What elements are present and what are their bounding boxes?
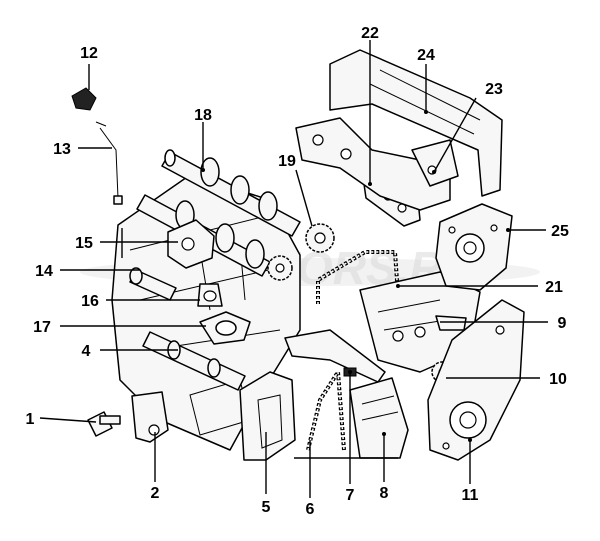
leader-lines	[39, 40, 548, 498]
timing-chain-6	[306, 365, 346, 451]
camshaft-sprocket-19	[305, 223, 335, 253]
cover-17	[199, 311, 251, 345]
callout-4: 4	[82, 343, 91, 360]
callout-17: 17	[33, 319, 51, 336]
oil-pump-15	[167, 219, 215, 269]
callout-14: 14	[35, 263, 53, 280]
sensor-12	[71, 87, 97, 111]
callout-5: 5	[262, 499, 271, 516]
callout-labels: 12 13 18 19 22 24 23 25 15 14 16 21 9 17…	[26, 25, 569, 518]
camshaft-upper	[161, 149, 301, 237]
callout-16: 16	[81, 293, 99, 310]
plate-25	[435, 203, 513, 291]
timing-cover-5	[239, 371, 296, 461]
heat-shield-24	[329, 49, 503, 197]
callout-9: 9	[558, 315, 567, 332]
bracket-2	[131, 391, 169, 443]
bracket-9	[435, 315, 467, 331]
callout-8: 8	[380, 485, 389, 502]
fitting-14	[129, 267, 177, 301]
callout-21: 21	[545, 279, 563, 296]
callout-23: 23	[485, 81, 503, 98]
callout-6: 6	[306, 501, 315, 518]
bolt-1	[87, 411, 121, 437]
timing-chain-21	[316, 250, 400, 304]
callout-19: 19	[278, 153, 296, 170]
callout-24: 24	[417, 47, 435, 64]
callout-13: 13	[53, 141, 71, 158]
callout-18: 18	[194, 107, 212, 124]
chain-guide-8	[349, 377, 409, 459]
pipe-13	[95, 121, 123, 205]
callout-22: 22	[361, 25, 379, 42]
tube-4	[142, 331, 246, 391]
callout-10: 10	[549, 371, 567, 388]
front-cover-11	[427, 299, 525, 461]
callout-2: 2	[151, 485, 160, 502]
housing-16	[197, 283, 223, 307]
callout-15: 15	[75, 235, 93, 252]
callout-12: 12	[80, 45, 98, 62]
callout-25: 25	[551, 223, 569, 240]
camshaft-sprocket-lower	[267, 255, 293, 281]
callout-7: 7	[346, 487, 355, 504]
exhaust-manifold-23	[295, 117, 459, 211]
callout-11: 11	[462, 487, 479, 504]
callout-1: 1	[26, 411, 35, 428]
